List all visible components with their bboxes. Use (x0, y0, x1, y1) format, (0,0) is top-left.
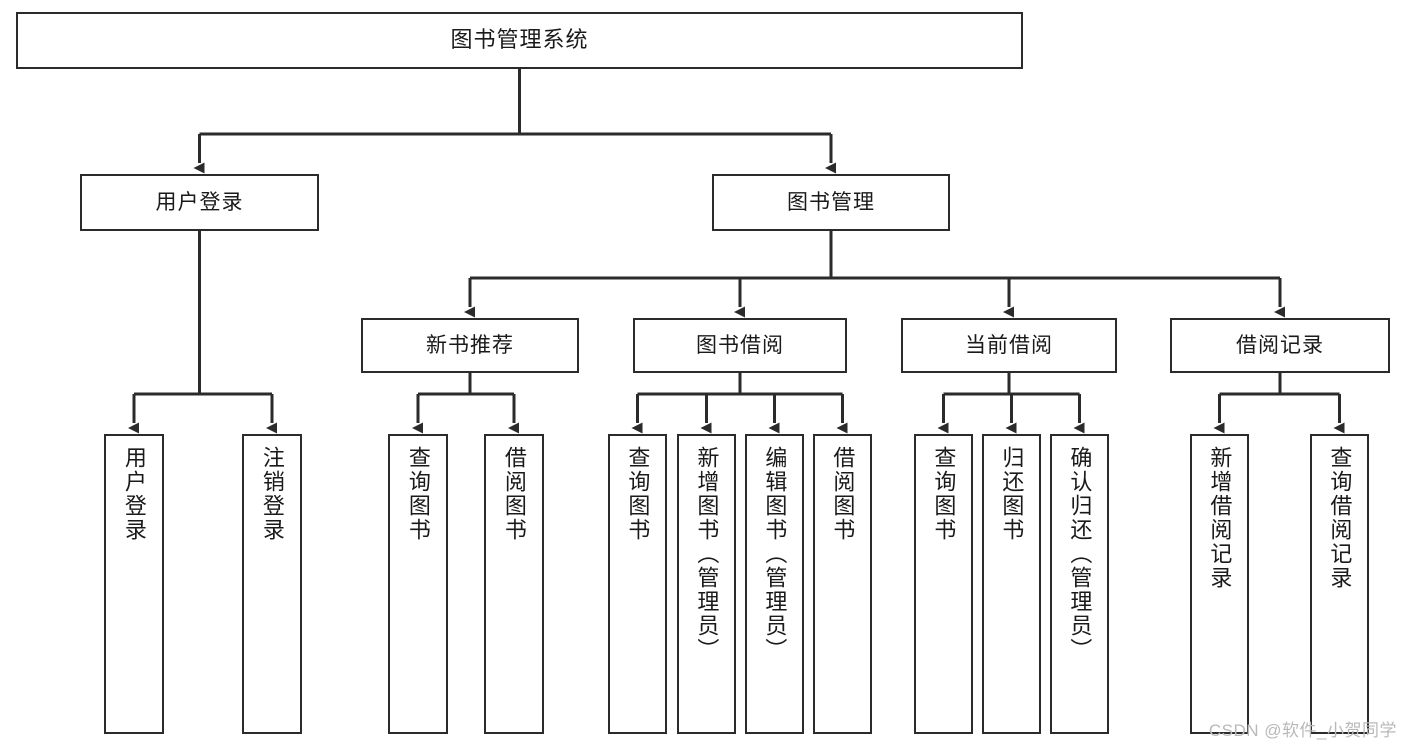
node-leaf-user-login[interactable]: 用户登录 (104, 434, 164, 734)
node-leaf-query-book-recommend[interactable]: 查询图书 (388, 434, 448, 734)
node-leaf-edit-book-admin[interactable]: 编辑图书（管理员） (745, 434, 804, 734)
node-current-borrow-label: 当前借阅 (965, 333, 1053, 357)
node-book-borrow-label: 图书借阅 (696, 333, 784, 357)
node-book-borrow[interactable]: 图书借阅 (633, 318, 847, 373)
node-leaf-add-borrow-record[interactable]: 新增借阅记录 (1190, 434, 1249, 734)
node-leaf-logout-login-label: 注销登录 (259, 446, 285, 542)
node-leaf-query-borrow-record[interactable]: 查询借阅记录 (1310, 434, 1369, 734)
node-leaf-query-borrow-record-label: 查询借阅记录 (1327, 446, 1353, 590)
node-leaf-borrow-book-recommend-label: 借阅图书 (501, 446, 527, 542)
node-leaf-confirm-return-admin[interactable]: 确认归还（管理员） (1050, 434, 1109, 734)
node-leaf-add-book-admin-label: 新增图书（管理员） (694, 446, 720, 662)
node-leaf-return-book-label: 归还图书 (999, 446, 1025, 542)
node-borrow-record-label: 借阅记录 (1236, 333, 1324, 357)
node-current-borrow[interactable]: 当前借阅 (901, 318, 1117, 373)
node-new-book-recommend[interactable]: 新书推荐 (361, 318, 579, 373)
node-root-label: 图书管理系统 (450, 27, 589, 53)
node-leaf-borrow-book-label: 借阅图书 (830, 446, 856, 542)
node-new-book-recommend-label: 新书推荐 (426, 333, 514, 357)
node-root[interactable]: 图书管理系统 (16, 12, 1023, 69)
node-user-login[interactable]: 用户登录 (80, 174, 319, 231)
node-leaf-query-book-current[interactable]: 查询图书 (914, 434, 973, 734)
node-user-login-label: 用户登录 (155, 190, 244, 214)
node-leaf-query-book-borrow-label: 查询图书 (625, 446, 651, 542)
node-leaf-edit-book-admin-label: 编辑图书（管理员） (762, 446, 788, 662)
node-leaf-query-book-borrow[interactable]: 查询图书 (608, 434, 667, 734)
node-book-manage-label: 图书管理 (787, 190, 875, 214)
node-leaf-user-login-label: 用户登录 (121, 446, 147, 542)
node-leaf-query-book-recommend-label: 查询图书 (405, 446, 431, 542)
node-leaf-borrow-book-recommend[interactable]: 借阅图书 (484, 434, 544, 734)
watermark-text: CSDN @软件_小贺同学 (1208, 721, 1397, 740)
node-leaf-query-book-current-label: 查询图书 (931, 446, 957, 542)
node-book-manage[interactable]: 图书管理 (712, 174, 950, 231)
node-leaf-borrow-book[interactable]: 借阅图书 (813, 434, 872, 734)
node-leaf-add-book-admin[interactable]: 新增图书（管理员） (677, 434, 736, 734)
node-borrow-record[interactable]: 借阅记录 (1170, 318, 1390, 373)
node-leaf-confirm-return-admin-label: 确认归还（管理员） (1067, 446, 1093, 662)
node-leaf-logout-login[interactable]: 注销登录 (242, 434, 302, 734)
node-leaf-add-borrow-record-label: 新增借阅记录 (1207, 446, 1233, 590)
node-leaf-return-book[interactable]: 归还图书 (982, 434, 1041, 734)
